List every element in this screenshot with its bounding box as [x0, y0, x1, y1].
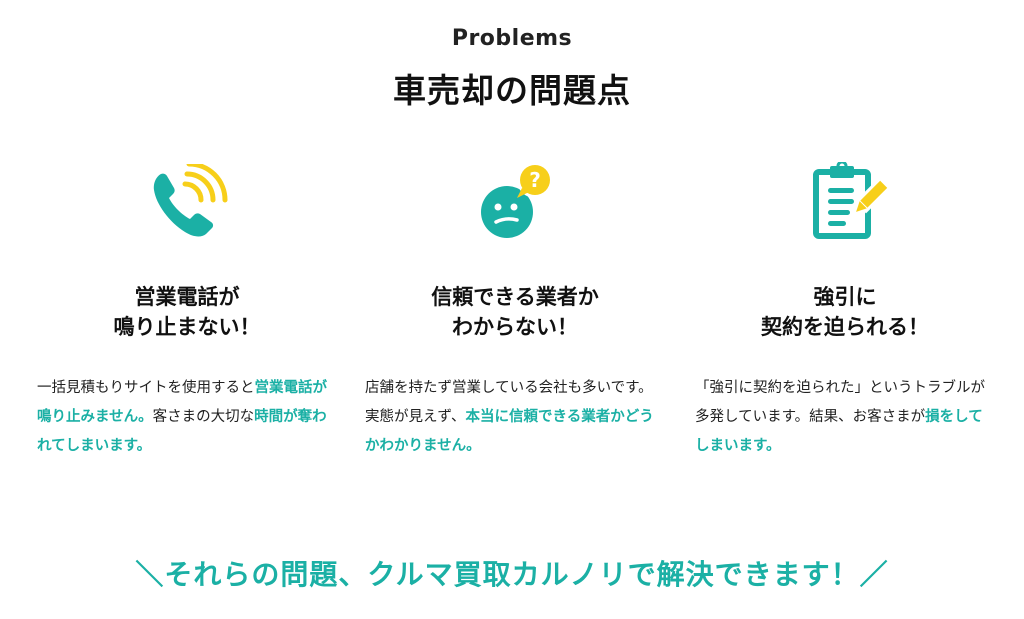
- problem-description: 店舗を持たず営業している会社も多いです。実態が見えず、本当に信頼できる業者かどう…: [365, 374, 665, 461]
- section-eyebrow: Problems: [451, 26, 573, 51]
- body-highlight: 損をしてしまいます。: [695, 409, 983, 454]
- svg-text:?: ?: [529, 168, 541, 192]
- clipboard-pencil-icon: [813, 162, 890, 239]
- problem-heading: 営業電話が 鳴り止まない！: [37, 282, 337, 342]
- solution-callout: ＼それらの問題、クルマ買取カルノリで解決できます！／: [135, 558, 889, 591]
- problem-heading: 強引に 契約を迫られる！: [695, 282, 995, 342]
- body-text: 客さまの大切な: [152, 409, 255, 425]
- phone-ringing-icon: [153, 164, 228, 237]
- heading-line: わからない！: [452, 315, 578, 339]
- problem-description: 一括見積もりサイトを使用すると営業電話が鳴り止みません。客さまの大切な時間が奪わ…: [37, 374, 337, 461]
- heading-line: 信頼できる業者か: [431, 285, 599, 309]
- body-highlight: 本当に信頼できる業者かどうかわかりません。: [365, 409, 654, 454]
- heading-line: 鳴り止まない！: [113, 315, 261, 339]
- heading-line: 契約を迫られる！: [761, 315, 929, 339]
- heading-line: 強引に: [813, 285, 877, 309]
- body-text: 店舗を持たず営業している会社も多いです。実態が見えず、: [365, 380, 653, 425]
- confused-face-question-icon: ?: [481, 162, 553, 238]
- heading-line: 営業電話が: [134, 285, 240, 309]
- body-highlight: 時間が奪われてしまいます。: [37, 409, 327, 454]
- section-title: 車売却の問題点: [393, 71, 631, 110]
- body-text: 一括見積もりサイトを使用すると: [37, 380, 255, 396]
- body-highlight: 営業電話が鳴り止みません。: [37, 380, 327, 425]
- body-text: 「強引に契約を迫られた」というトラブルが多発しています。結果、お客さまが: [695, 380, 985, 425]
- problem-description: 「強引に契約を迫られた」というトラブルが多発しています。結果、お客さまが損をして…: [695, 374, 995, 461]
- problem-heading: 信頼できる業者か わからない！: [365, 282, 665, 342]
